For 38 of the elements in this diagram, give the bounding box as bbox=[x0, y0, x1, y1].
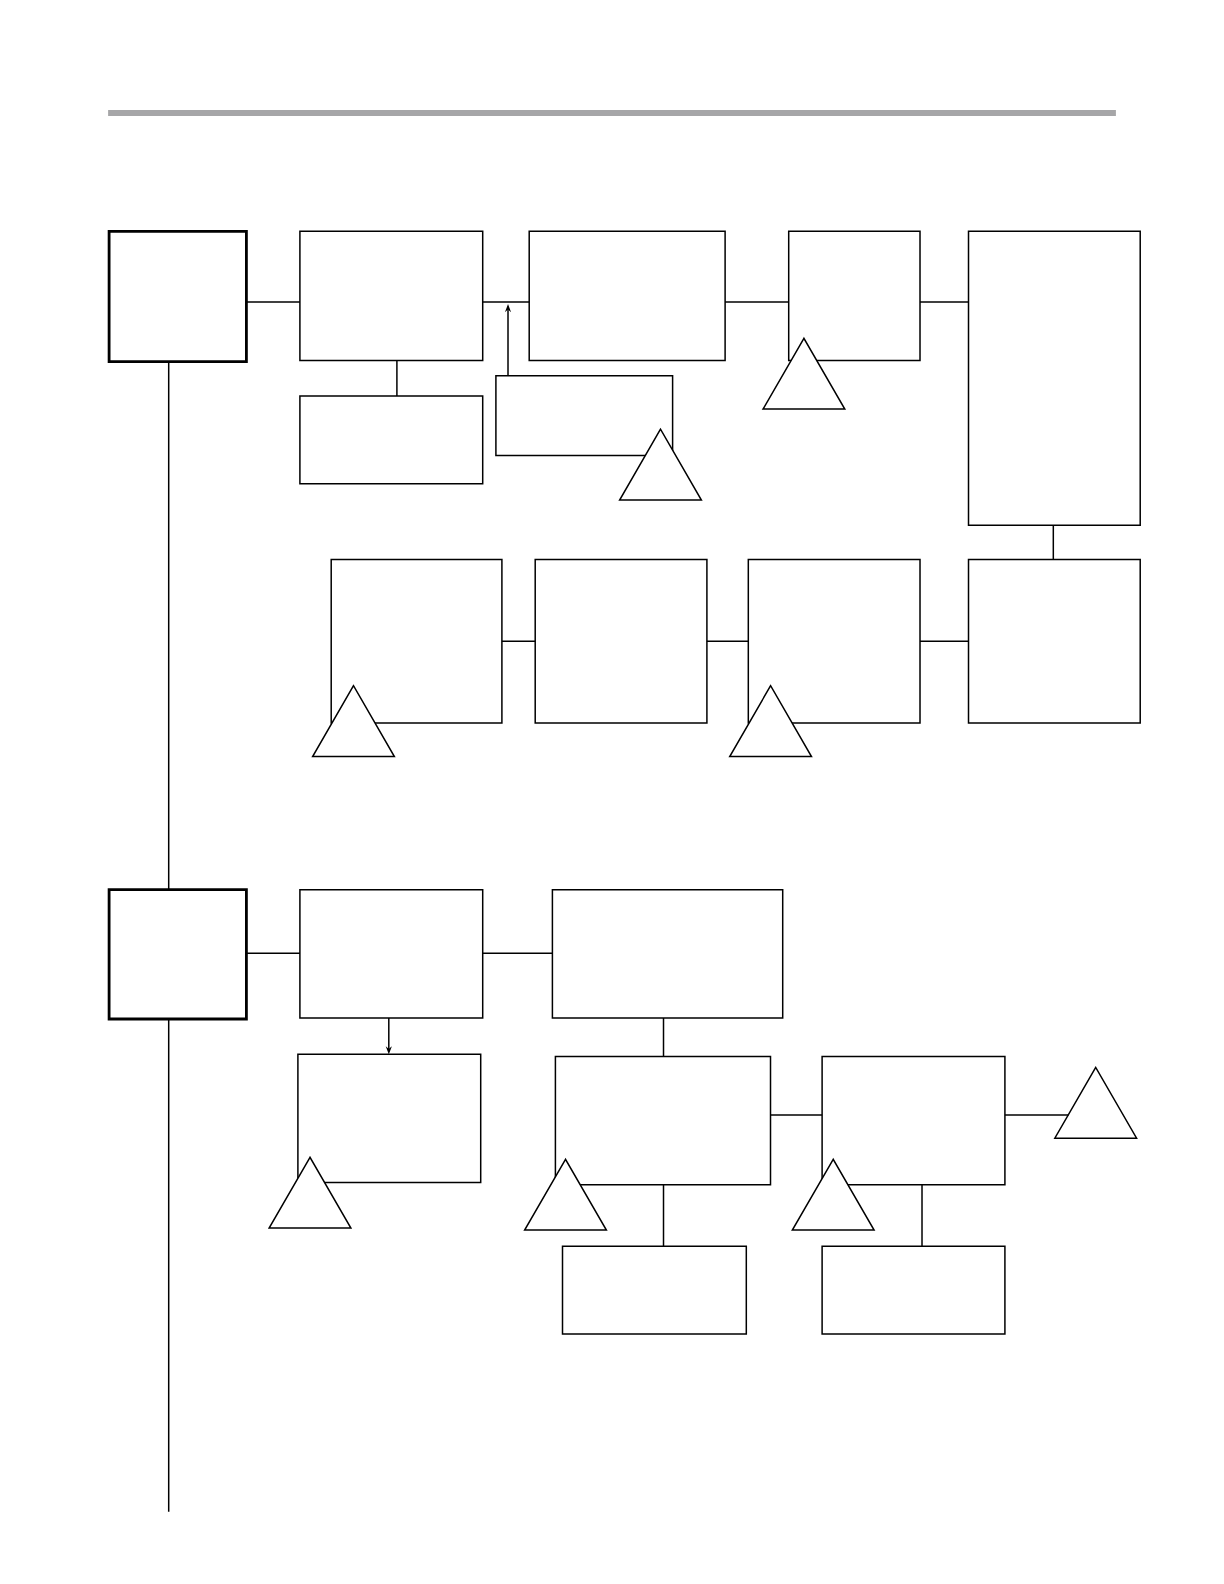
connector-line bbox=[1004, 1114, 1070, 1116]
process-box bbox=[821, 1245, 1006, 1335]
triangle-symbol bbox=[728, 684, 813, 758]
process-box bbox=[821, 1055, 1006, 1186]
connector-line bbox=[481, 952, 554, 955]
connector-line bbox=[921, 1183, 923, 1247]
process-box bbox=[528, 230, 726, 362]
connector-line bbox=[245, 301, 301, 303]
triangle-symbol bbox=[311, 684, 396, 758]
connector-line bbox=[919, 301, 970, 303]
process-box bbox=[967, 230, 1141, 526]
process-box bbox=[297, 1053, 482, 1184]
connector-line bbox=[167, 360, 170, 891]
process-box bbox=[107, 888, 248, 1021]
connector-line bbox=[662, 1183, 665, 1247]
process-box bbox=[787, 230, 921, 362]
process-box bbox=[299, 230, 484, 362]
connector-line bbox=[481, 301, 530, 303]
connector-line bbox=[662, 1017, 665, 1058]
connector-line bbox=[245, 952, 301, 955]
connector-line bbox=[501, 640, 536, 643]
connector-line bbox=[769, 1114, 823, 1116]
connector-line bbox=[706, 640, 750, 643]
process-box bbox=[299, 395, 484, 485]
connector-line bbox=[167, 1018, 170, 1513]
process-box bbox=[561, 1245, 748, 1335]
process-box bbox=[107, 229, 248, 363]
process-box bbox=[554, 1055, 772, 1186]
process-box bbox=[551, 888, 784, 1019]
connector-line bbox=[396, 359, 398, 397]
process-box bbox=[534, 558, 708, 724]
process-box bbox=[967, 558, 1141, 724]
connector-line bbox=[1052, 524, 1055, 561]
connector-line bbox=[919, 640, 970, 643]
connector-line bbox=[724, 301, 790, 303]
process-box bbox=[747, 558, 921, 724]
process-box bbox=[330, 558, 503, 724]
process-box bbox=[299, 888, 484, 1019]
